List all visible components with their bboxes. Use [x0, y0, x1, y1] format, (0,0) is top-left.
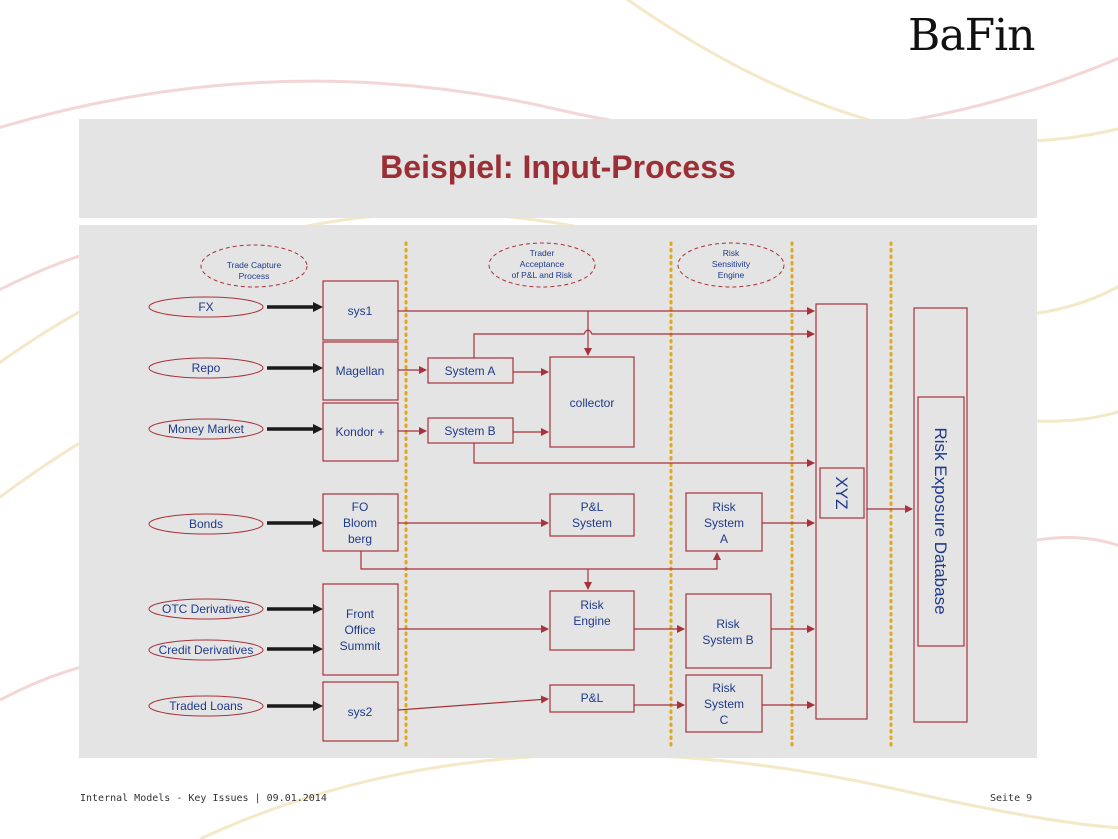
bafin-logo: BaFin — [908, 10, 1036, 61]
box-kondor: Kondor + — [322, 402, 399, 462]
svg-text:Repo: Repo — [192, 361, 221, 375]
svg-text:Kondor +: Kondor + — [335, 425, 384, 439]
svg-text:collector: collector — [570, 396, 615, 410]
svg-text:System A: System A — [445, 364, 496, 378]
connector-lines — [360, 307, 913, 711]
box-magellan: Magellan — [322, 341, 399, 401]
svg-text:OTC Derivatives: OTC Derivatives — [162, 602, 250, 616]
svg-text:FX: FX — [198, 300, 213, 314]
svg-text:Magellan: Magellan — [336, 364, 385, 378]
input-otc-derivatives: OTC Derivatives — [148, 598, 264, 620]
box-sys2: sys2 — [322, 681, 399, 742]
input-bonds: Bonds — [148, 513, 264, 535]
svg-text:sys1: sys1 — [348, 304, 373, 318]
svg-text:P&L: P&L — [581, 691, 604, 705]
svg-text:Bonds: Bonds — [189, 517, 223, 531]
title-band: Beispiel: Input-Process — [79, 119, 1037, 218]
slide-title: Beispiel: Input-Process — [380, 149, 736, 185]
box-pl: P&L — [549, 684, 635, 713]
svg-text:System B: System B — [444, 424, 495, 438]
svg-text:Traded Loans: Traded Loans — [169, 699, 243, 713]
input-arrows — [267, 302, 323, 711]
box-xyz: XYZ — [815, 303, 868, 720]
input-repo: Repo — [148, 357, 264, 379]
input-traded-loans: Traded Loans — [148, 695, 264, 717]
box-system-a: System A — [427, 357, 514, 384]
svg-text:Credit Derivatives: Credit Derivatives — [159, 643, 254, 657]
box-sys1: sys1 — [322, 280, 399, 341]
page-number: Seite 9 — [990, 793, 1033, 804]
box-system-b: System B — [427, 417, 514, 444]
box-collector: collector — [549, 356, 635, 448]
footer-left: Internal Models - Key Issues | 09.01.201… — [80, 793, 327, 804]
input-money-market: Money Market — [148, 418, 264, 440]
svg-text:Money Market: Money Market — [168, 422, 245, 436]
input-credit-derivatives: Credit Derivatives — [148, 639, 264, 661]
svg-text:XYZ: XYZ — [832, 476, 851, 509]
svg-text:Risk Exposure Database: Risk Exposure Database — [931, 427, 950, 614]
box-risk-exposure-database: Risk Exposure Database — [913, 307, 968, 723]
svg-text:sys2: sys2 — [348, 705, 373, 719]
input-fx: FX — [148, 296, 264, 318]
